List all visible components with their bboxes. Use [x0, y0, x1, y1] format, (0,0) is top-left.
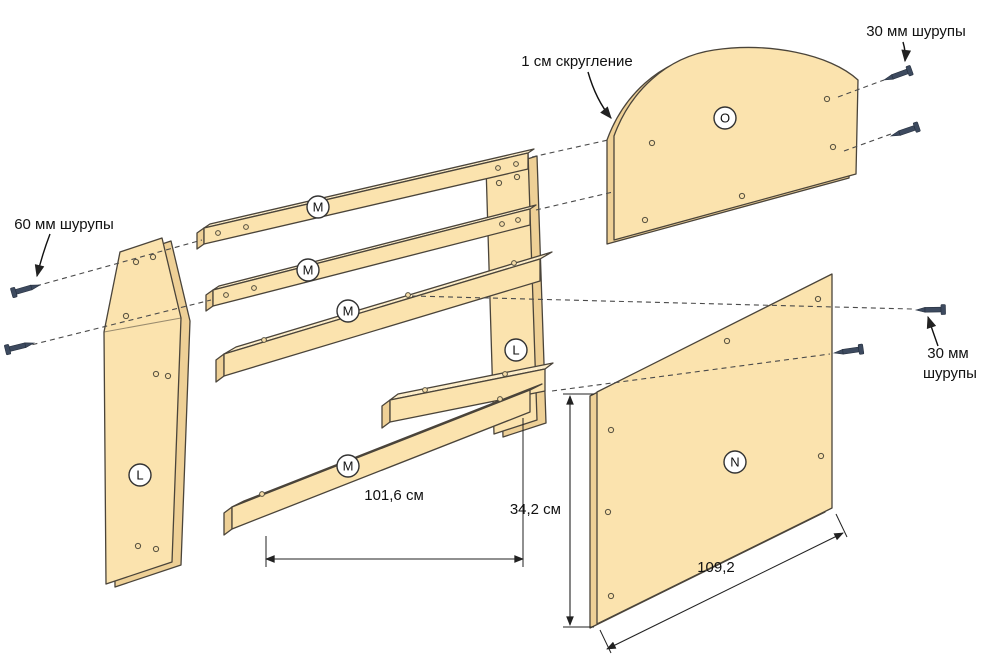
- alignment-lines: [14, 79, 913, 392]
- alignment-line: [551, 353, 831, 392]
- part-label-m3: M: [336, 299, 360, 323]
- screw-hole: [405, 292, 411, 298]
- annotation-screws-30-top: 30 мм шурупы: [866, 23, 966, 63]
- part-label-l-left-text: L: [136, 468, 143, 483]
- screw-hole: [607, 592, 615, 600]
- annotation-screws-30-right: 30 мм шурупы: [923, 315, 977, 382]
- part-slat-m1: [196, 148, 535, 250]
- screw-30mm: [915, 304, 946, 316]
- alignment-line: [14, 299, 212, 350]
- screw-hole: [152, 370, 160, 378]
- screw-hole: [604, 508, 612, 516]
- screw-hole: [607, 426, 615, 434]
- screws-30-right-label-line2: шурупы: [923, 365, 977, 382]
- annotation-fillet: 1 см скругление: [521, 53, 633, 119]
- part-label-m2: M: [296, 258, 320, 282]
- screw-hole: [164, 372, 172, 380]
- screw-hole: [223, 292, 229, 298]
- screw-hole: [497, 396, 503, 402]
- alignment-line: [531, 139, 609, 158]
- part-label-l-left: L: [128, 463, 152, 487]
- part-label-o: O: [713, 106, 737, 130]
- screw-hole: [215, 230, 221, 236]
- screws-30-right-label-line1: 30 мм: [927, 345, 968, 362]
- screw-hole: [259, 491, 265, 497]
- screw-hole: [502, 371, 508, 377]
- part-label-o-text: O: [720, 111, 730, 126]
- screw-hole: [513, 161, 519, 167]
- fillet-label: 1 см скругление: [521, 53, 632, 70]
- screw-hole: [149, 253, 157, 261]
- leader-arrow: [926, 315, 939, 347]
- part-bottom-rail: [381, 362, 554, 429]
- part-label-n-text: N: [730, 455, 739, 470]
- screw-hole: [152, 545, 160, 553]
- screw-30mm: [889, 121, 921, 142]
- part-label-m2-text: M: [303, 263, 314, 278]
- screw-hole: [495, 165, 501, 171]
- screw-hole: [122, 312, 130, 320]
- screw-30mm: [833, 343, 865, 359]
- screw-hole: [495, 179, 503, 187]
- alignment-line: [535, 191, 614, 211]
- screw-hole: [251, 285, 257, 291]
- dimension-panel-height-label: 34,2 см: [510, 501, 561, 518]
- screw-hole: [134, 542, 142, 550]
- screw-hole: [515, 217, 521, 223]
- screw-hole: [723, 337, 731, 345]
- part-label-m4-text: M: [343, 459, 354, 474]
- screw-hole: [648, 139, 656, 147]
- leader-arrow: [901, 41, 912, 63]
- screw-hole: [513, 173, 521, 181]
- screw-hole: [738, 192, 746, 200]
- screw-hole: [499, 221, 505, 227]
- part-side-panel-left: [103, 237, 191, 588]
- screw-60mm: [9, 279, 42, 299]
- part-label-l-right-text: L: [512, 343, 519, 358]
- part-label-m4: M: [336, 454, 360, 478]
- dimension-panel-width: 109,2: [599, 513, 848, 654]
- part-label-n: N: [723, 450, 747, 474]
- screw-hole: [829, 143, 837, 151]
- part-back-panel: [606, 46, 859, 245]
- alignment-line: [411, 295, 913, 310]
- part-label-m3-text: M: [343, 304, 354, 319]
- screw-hole: [817, 452, 825, 460]
- screw-hole: [132, 258, 140, 266]
- part-label-m1: M: [306, 195, 330, 219]
- alignment-line: [837, 79, 885, 98]
- part-slat-m2: [205, 204, 537, 312]
- part-label-l-right: L: [504, 338, 528, 362]
- part-label-m1-text: M: [313, 200, 324, 215]
- screw-hole: [814, 295, 822, 303]
- alignment-line: [35, 239, 203, 287]
- screw-30mm: [881, 64, 914, 85]
- screw-hole: [641, 216, 649, 224]
- screw-60mm: [3, 337, 36, 356]
- dimension-slat-length: 101,6 см: [265, 418, 524, 567]
- screws-60-label: 60 мм шурупы: [14, 216, 114, 233]
- screws-30-top-label: 30 мм шурупы: [866, 23, 966, 40]
- screw-hole: [511, 260, 517, 266]
- part-slat-m4: [223, 383, 543, 536]
- dimension-panel-height: 34,2 см: [510, 393, 594, 628]
- screw-hole: [422, 387, 428, 393]
- screw-hole: [261, 337, 267, 343]
- screw-hole: [823, 95, 831, 103]
- leader-arrow: [34, 233, 51, 278]
- part-slat-m3: [215, 251, 553, 383]
- leader-arrow: [587, 71, 612, 119]
- dimension-slat-length-label: 101,6 см: [364, 487, 424, 504]
- dimension-panel-width-label: 109,2: [697, 559, 735, 576]
- screw-hole: [243, 224, 249, 230]
- annotation-screws-60: 60 мм шурупы: [14, 216, 114, 278]
